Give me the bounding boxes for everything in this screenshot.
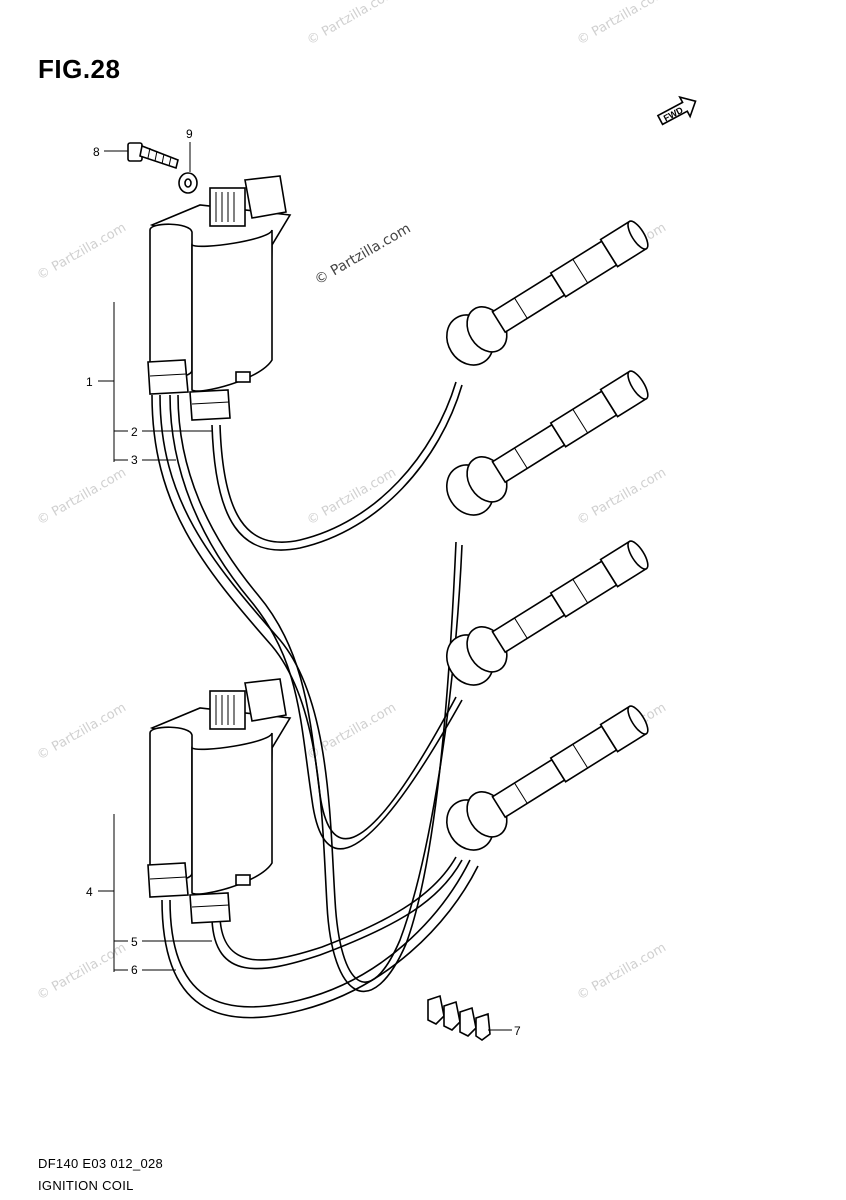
callout-5: 5	[131, 935, 138, 949]
watermark: © Partzilla.com	[575, 940, 669, 1003]
watermark: © Partzilla.com	[35, 700, 129, 763]
plug-cap-group	[446, 220, 649, 851]
callout-7: 7	[514, 1024, 521, 1038]
ignition-coil-lower	[147, 678, 292, 924]
watermark-center: © Partzilla.com	[312, 221, 414, 289]
callout-4: 4	[86, 885, 93, 899]
figure-title: FIG.28	[38, 54, 121, 84]
plug-cap	[446, 220, 649, 366]
ignition-coil-upper	[147, 175, 292, 421]
high-tension-cords	[151, 381, 479, 1019]
plug-cap	[446, 705, 649, 851]
watermark: © Partzilla.com	[305, 0, 399, 48]
forward-arrow-icon: FWD	[656, 95, 697, 126]
watermark: © Partzilla.com	[575, 0, 669, 48]
callout-6: 6	[131, 963, 138, 977]
bolt-part	[127, 142, 179, 170]
watermark: © Partzilla.com	[575, 465, 669, 528]
washer-part	[178, 172, 198, 194]
plug-cap	[446, 370, 649, 516]
callout-3: 3	[131, 453, 138, 467]
clamp-part	[427, 994, 491, 1041]
callout-2: 2	[131, 425, 138, 439]
watermark: © Partzilla.com	[35, 940, 129, 1003]
callout-9: 9	[186, 127, 193, 141]
plug-cap	[446, 540, 649, 686]
watermark: © Partzilla.com	[35, 465, 129, 528]
figure-name: IGNITION COIL	[38, 1178, 134, 1193]
watermark: © Partzilla.com	[35, 220, 129, 283]
callout-group: 8 9 1 2 3 4 5 6 7	[86, 127, 521, 1038]
callout-8: 8	[93, 145, 100, 159]
callout-1: 1	[86, 375, 93, 389]
figure-code: DF140 E03 012_028	[38, 1156, 164, 1171]
